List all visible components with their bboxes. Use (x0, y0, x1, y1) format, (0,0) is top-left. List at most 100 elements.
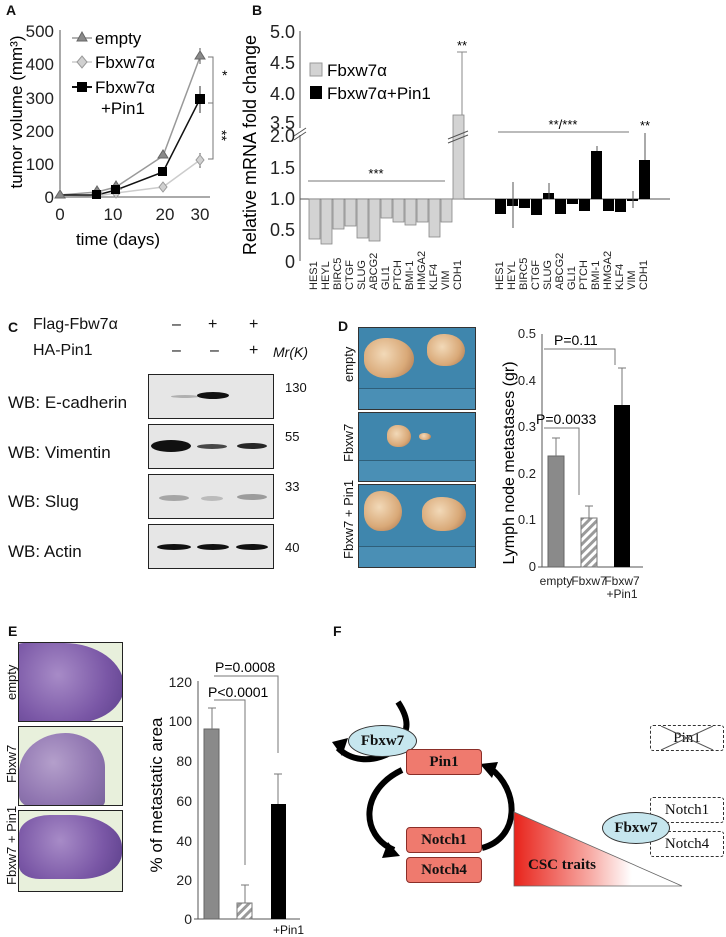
axis-label: BMI-1 (404, 261, 416, 290)
blot-vimentin (148, 424, 274, 469)
b-legend-gray: Fbxw7α (327, 61, 387, 80)
c-blot-label-actin: WB: Actin (8, 542, 82, 561)
f-notch1-box: Notch1 (406, 827, 482, 853)
a-xtick: 20 (156, 205, 175, 224)
axis-label: Fbxw7 (571, 574, 607, 588)
b-sig-cdh1-right: ** (640, 118, 650, 133)
axis-label: GLI1 (566, 266, 578, 290)
panel-e-bar-chart: % of metastatic area 0 20 40 60 80 100 1… (147, 659, 300, 926)
axis-label: CTGF (344, 260, 356, 290)
a-sig-star: * (222, 67, 228, 83)
axis-label: HEYL (506, 261, 518, 290)
f-fbxw7-ellipse: Fbxw7 (348, 725, 417, 757)
cross-out-icon (660, 726, 714, 750)
f-csc-traits-label: CSC traits (528, 857, 596, 873)
c-lane-sign: + (249, 316, 259, 333)
b-ytick: 5.0 (270, 22, 295, 42)
axis-label: 0.2 (518, 466, 536, 481)
d-photo-empty (358, 327, 476, 410)
a-legend-pin1-line2: +Pin1 (101, 99, 145, 118)
d-pvalue-1: P=0.11 (554, 332, 598, 348)
e-ylabel: % of metastatic area (147, 717, 166, 873)
c-lane-sign: – (172, 342, 181, 359)
c-lane-sign: + (208, 316, 218, 333)
a-ytick: 500 (26, 22, 54, 41)
panel-b-bar-chart: 5.0 4.5 4.0 3.5 2.0 1.5 1.0 0.5 0 Relati… (240, 22, 670, 290)
panel-f-label: F (333, 623, 342, 639)
axis-label: GLI1 (380, 266, 392, 290)
b-legend-black: Fbxw7α+Pin1 (327, 84, 431, 103)
axis-label: 0.4 (518, 373, 536, 388)
e-histology-pin1 (18, 810, 123, 892)
d-photo-pin1 (358, 484, 476, 568)
f-notch1-dashed-box: Notch1 (650, 797, 724, 823)
d-photo-fbxw7 (358, 412, 476, 482)
a-legend: empty Fbxw7α Fbxw7α +Pin1 (72, 29, 155, 118)
axis-label: 40 (176, 833, 192, 849)
c-mw-33: 33 (285, 479, 300, 494)
axis-label: PTCH (392, 260, 404, 290)
axis-label: 120 (169, 674, 193, 690)
d-pvalue-2: P=0.0033 (536, 411, 597, 427)
axis-label: 0 (529, 559, 536, 574)
axis-label: SLUG (542, 260, 554, 290)
panel-e-label: E (8, 623, 18, 639)
c-lane-sign: + (249, 342, 259, 359)
panel-f-diagram (332, 700, 683, 887)
a-ylabel: tumor volume (mm³) (7, 35, 26, 188)
b-ytick: 4.5 (270, 53, 295, 73)
a-sig-double-star: ** (214, 130, 230, 141)
axis-label: HES1 (494, 261, 506, 290)
c-blot-label-vimentin: WB: Vimentin (8, 443, 111, 462)
a-legend-empty: empty (95, 29, 142, 48)
b-ytick: 2.0 (270, 126, 295, 146)
c-mw-130: 130 (285, 380, 307, 395)
c-blot-label-slug: WB: Slug (8, 492, 79, 511)
c-lane-sign: – (210, 342, 219, 359)
c-lane-sign: – (172, 316, 181, 333)
a-legend-pin1: Fbxw7α (95, 78, 155, 97)
b-sig-left: *** (368, 166, 383, 181)
axis-label: KLF4 (614, 264, 626, 290)
blot-actin (148, 524, 274, 569)
f-pin1-dashed-box: Pin1 (650, 725, 724, 751)
axis-label: BIRC5 (518, 258, 530, 290)
b-ytick: 0 (285, 252, 295, 272)
axis-label: PTCH (578, 260, 590, 290)
axis-label: SLUG (356, 260, 368, 290)
b-ytick: 1.5 (270, 158, 295, 178)
b-ytick: 4.0 (270, 84, 295, 104)
a-xtick: 0 (55, 205, 64, 224)
axis-label: HMGA2 (416, 251, 428, 290)
d-ylabel: Lymph node metastases (gr) (501, 361, 518, 564)
b-ylabel: Relative mRNA fold change (240, 35, 260, 255)
blot-ecadherin (148, 374, 274, 419)
b-sig-right: **/*** (549, 117, 578, 132)
c-blot-label-ecadherin: WB: E-cadherin (8, 393, 128, 412)
a-ytick: 400 (26, 55, 54, 74)
axis-label: VIM (440, 270, 452, 290)
axis-label: CTGF (530, 260, 542, 290)
e-photo-label-pin1: Fbxw7 + Pin1 (4, 805, 19, 885)
panel-b-label: B (252, 2, 263, 18)
panel-a-label: A (6, 2, 17, 18)
axis-label: CDH1 (452, 260, 464, 290)
axis-label: Fbxw7 (604, 574, 640, 588)
c-mw-header: Mr(K) (273, 344, 308, 360)
axis-label: BMI-1 (590, 261, 602, 290)
c-mw-55: 55 (285, 429, 300, 444)
c-flag-label: Flag-Fbw7α (33, 316, 118, 333)
c-ha-label: HA-Pin1 (33, 342, 93, 359)
axis-label: 80 (176, 753, 192, 769)
axis-label: HES1 (308, 261, 320, 290)
e-histology-fbxw7 (18, 726, 123, 806)
b-ytick: 1.0 (270, 189, 295, 209)
panel-d-label: D (338, 318, 349, 334)
e-pvalue-2: P<0.0001 (208, 684, 269, 700)
a-xtick: 10 (104, 205, 123, 224)
f-fbxw7-ellipse-right: Fbxw7 (602, 812, 670, 844)
f-pin1-box: Pin1 (406, 749, 482, 775)
axis-label: 100 (169, 713, 193, 729)
axis-label: KLF4 (428, 264, 440, 290)
d-photo-label-pin1: Fbxw7 + Pin1 (341, 479, 356, 559)
